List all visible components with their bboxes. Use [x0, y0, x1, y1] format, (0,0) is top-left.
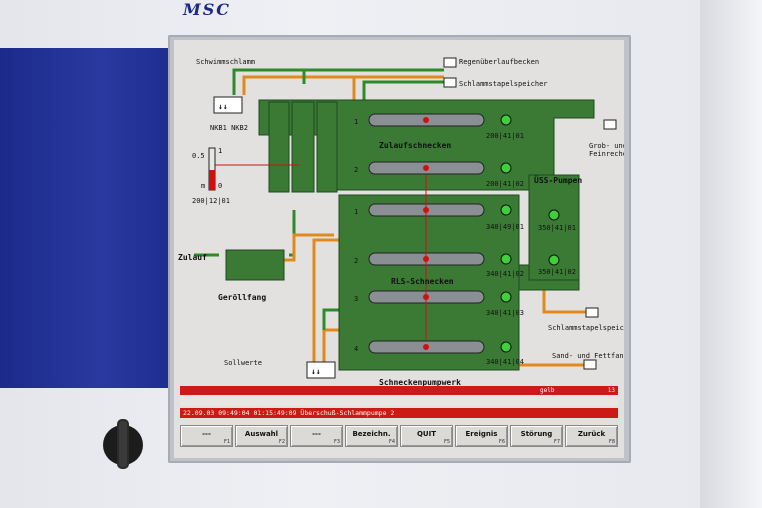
- flow-lines: [194, 68, 586, 370]
- screw-tag: 200|41|01: [486, 132, 524, 140]
- svg-text:↓↓: ↓↓: [218, 102, 228, 111]
- label-grob: Grob- und: [589, 142, 624, 150]
- screw-tag: 340|41|04: [486, 358, 524, 366]
- nkb-down-arrows[interactable]: ↓↓ ↓↓: [213, 96, 336, 379]
- level-scale-1: 1: [218, 147, 222, 155]
- pump-tag: 350|41|01: [538, 224, 576, 232]
- level-tag: 200|12|01: [192, 197, 230, 205]
- screw-rows: [214, 113, 485, 354]
- alarm-count: 13: [607, 387, 615, 394]
- screw-number: 2: [354, 257, 358, 265]
- alarm-status: gelb: [540, 387, 555, 394]
- brand-stripe: [0, 48, 170, 388]
- label-schlammstapel-top: Schlammstapelspeicher: [459, 80, 548, 88]
- pump-tag: 350|41|02: [538, 268, 576, 276]
- label-rls-schnecken: RLS-Schnecken: [391, 277, 454, 286]
- hmi-screen: Schwimmschlamm Regenüberlaufbecken Schla…: [174, 40, 624, 458]
- fkey-f4[interactable]: Bezeichn.F4: [345, 425, 398, 447]
- screw-tag: 340|41|02: [486, 270, 524, 278]
- level-value: 0.5: [192, 152, 205, 160]
- svg-text:↓↓: ↓↓: [311, 367, 321, 376]
- label-zulaufschnecken: Zulaufschnecken: [379, 141, 451, 150]
- level-scale-0: 0: [218, 182, 222, 190]
- nav-arrows[interactable]: [443, 57, 617, 370]
- alarm-spacer: [180, 397, 618, 406]
- process-diagram: Schwimmschlamm Regenüberlaufbecken Schla…: [178, 57, 624, 397]
- label-schlammstapel-right: Schlammstapelspeicher: [548, 324, 624, 332]
- label-sand: Sand- und Fettfang: [552, 352, 624, 360]
- label-uss-pumpen: ÜSS-Pumpen: [534, 175, 582, 185]
- screw-number: 3: [354, 295, 358, 303]
- label-nkb-top: NKB1 NKB2: [210, 124, 248, 132]
- screw-tag: 200|41|02: [486, 180, 524, 188]
- key-switch-icon[interactable]: [100, 417, 146, 469]
- level-unit: m: [201, 182, 205, 190]
- screw-number: 1: [354, 208, 358, 216]
- label-sollwerte[interactable]: Sollwerte: [224, 359, 262, 367]
- label-geroellfang: Geröllfang: [218, 293, 266, 302]
- alarm-text: 22.09.03 09:49:04 01:15:49:09 Überschuß-…: [183, 409, 395, 417]
- fkey-f3[interactable]: ---F3: [290, 425, 343, 447]
- label-schneckenpumpwerk: Schneckenpumpwerk: [379, 378, 461, 387]
- screw-number: 4: [354, 345, 358, 353]
- screw-tag: 340|49|01: [486, 223, 524, 231]
- screw-number: 2: [354, 166, 358, 174]
- motor-icons: [500, 114, 560, 353]
- msc-logo: MSC: [183, 0, 231, 19]
- screw-number: 1: [354, 118, 358, 126]
- label-feinrechen: Feinrechen: [589, 150, 624, 158]
- panel-edge: [700, 0, 762, 508]
- label-schwimmschlamm: Schwimmschlamm: [196, 58, 255, 66]
- label-regenueberlauf: Regenüberlaufbecken: [459, 58, 539, 66]
- alarm-status-line: gelb 13: [180, 386, 618, 395]
- screw-tag: 340|41|03: [486, 309, 524, 317]
- alarm-message-bar[interactable]: 22.09.03 09:49:04 01:15:49:09 Überschuß-…: [180, 408, 618, 418]
- fkey-f1[interactable]: ---F1: [180, 425, 233, 447]
- level-gauge[interactable]: [208, 147, 216, 191]
- label-zulauf: Zulauf: [178, 253, 207, 262]
